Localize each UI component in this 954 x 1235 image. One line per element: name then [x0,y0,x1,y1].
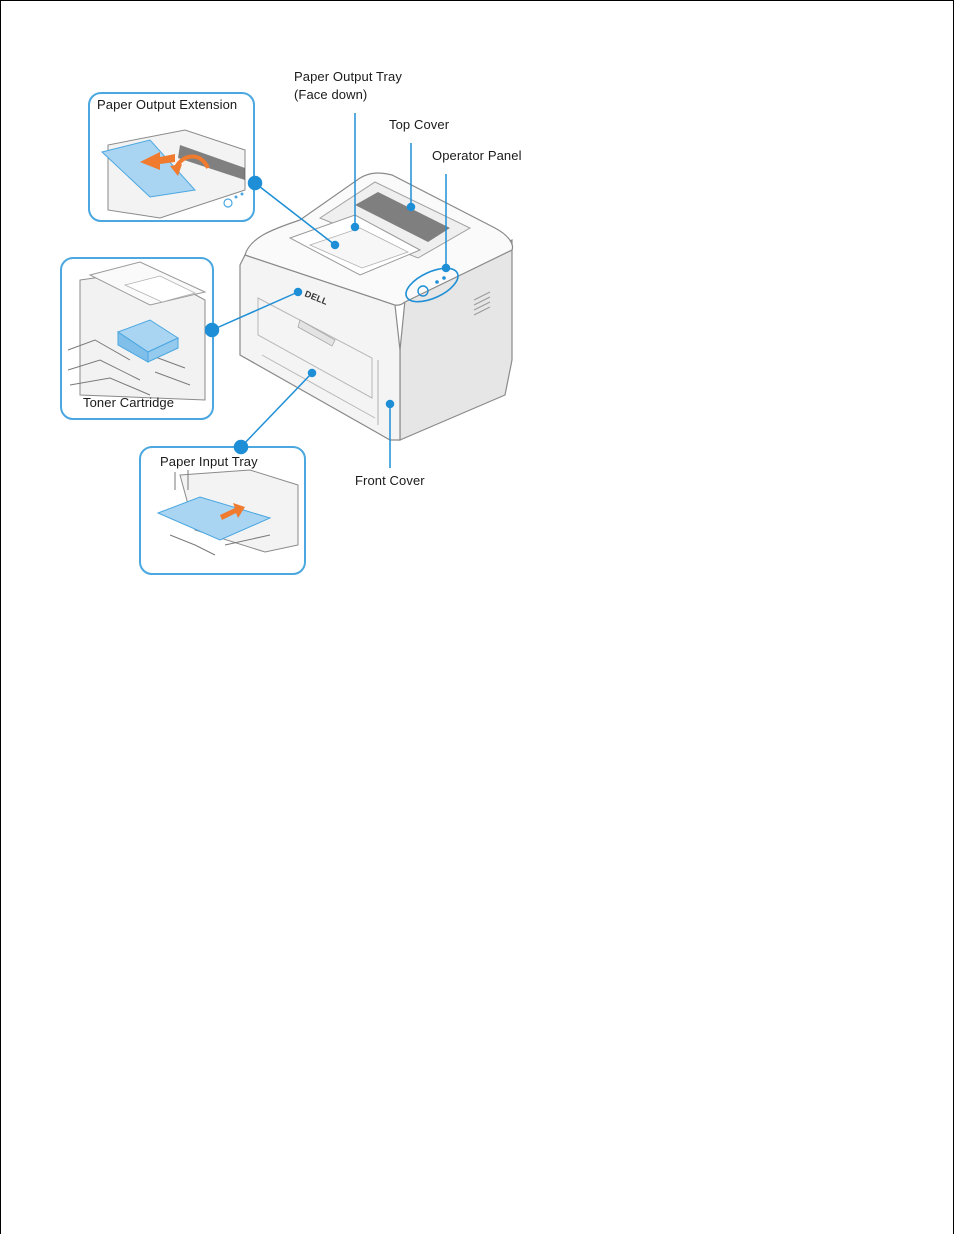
inset-paper-output-extension [88,92,255,222]
printer-body [239,172,514,441]
label-toner-cartridge: Toner Cartridge [83,395,174,410]
label-top-cover: Top Cover [389,117,450,132]
label-paper-input-tray: Paper Input Tray [160,454,258,469]
label-paper-output-tray: Paper Output Tray [294,69,402,84]
label-paper-output-extension: Paper Output Extension [97,97,237,112]
printer-diagram: DELL [60,69,522,575]
inset-toner-cartridge [60,257,214,420]
callout-lines [204,113,451,468]
label-front-cover: Front Cover [355,473,425,488]
label-paper-output-tray-face-down: (Face down) [294,87,367,102]
inset-paper-input-tray [139,446,306,575]
label-operator-panel: Operator Panel [432,148,522,163]
